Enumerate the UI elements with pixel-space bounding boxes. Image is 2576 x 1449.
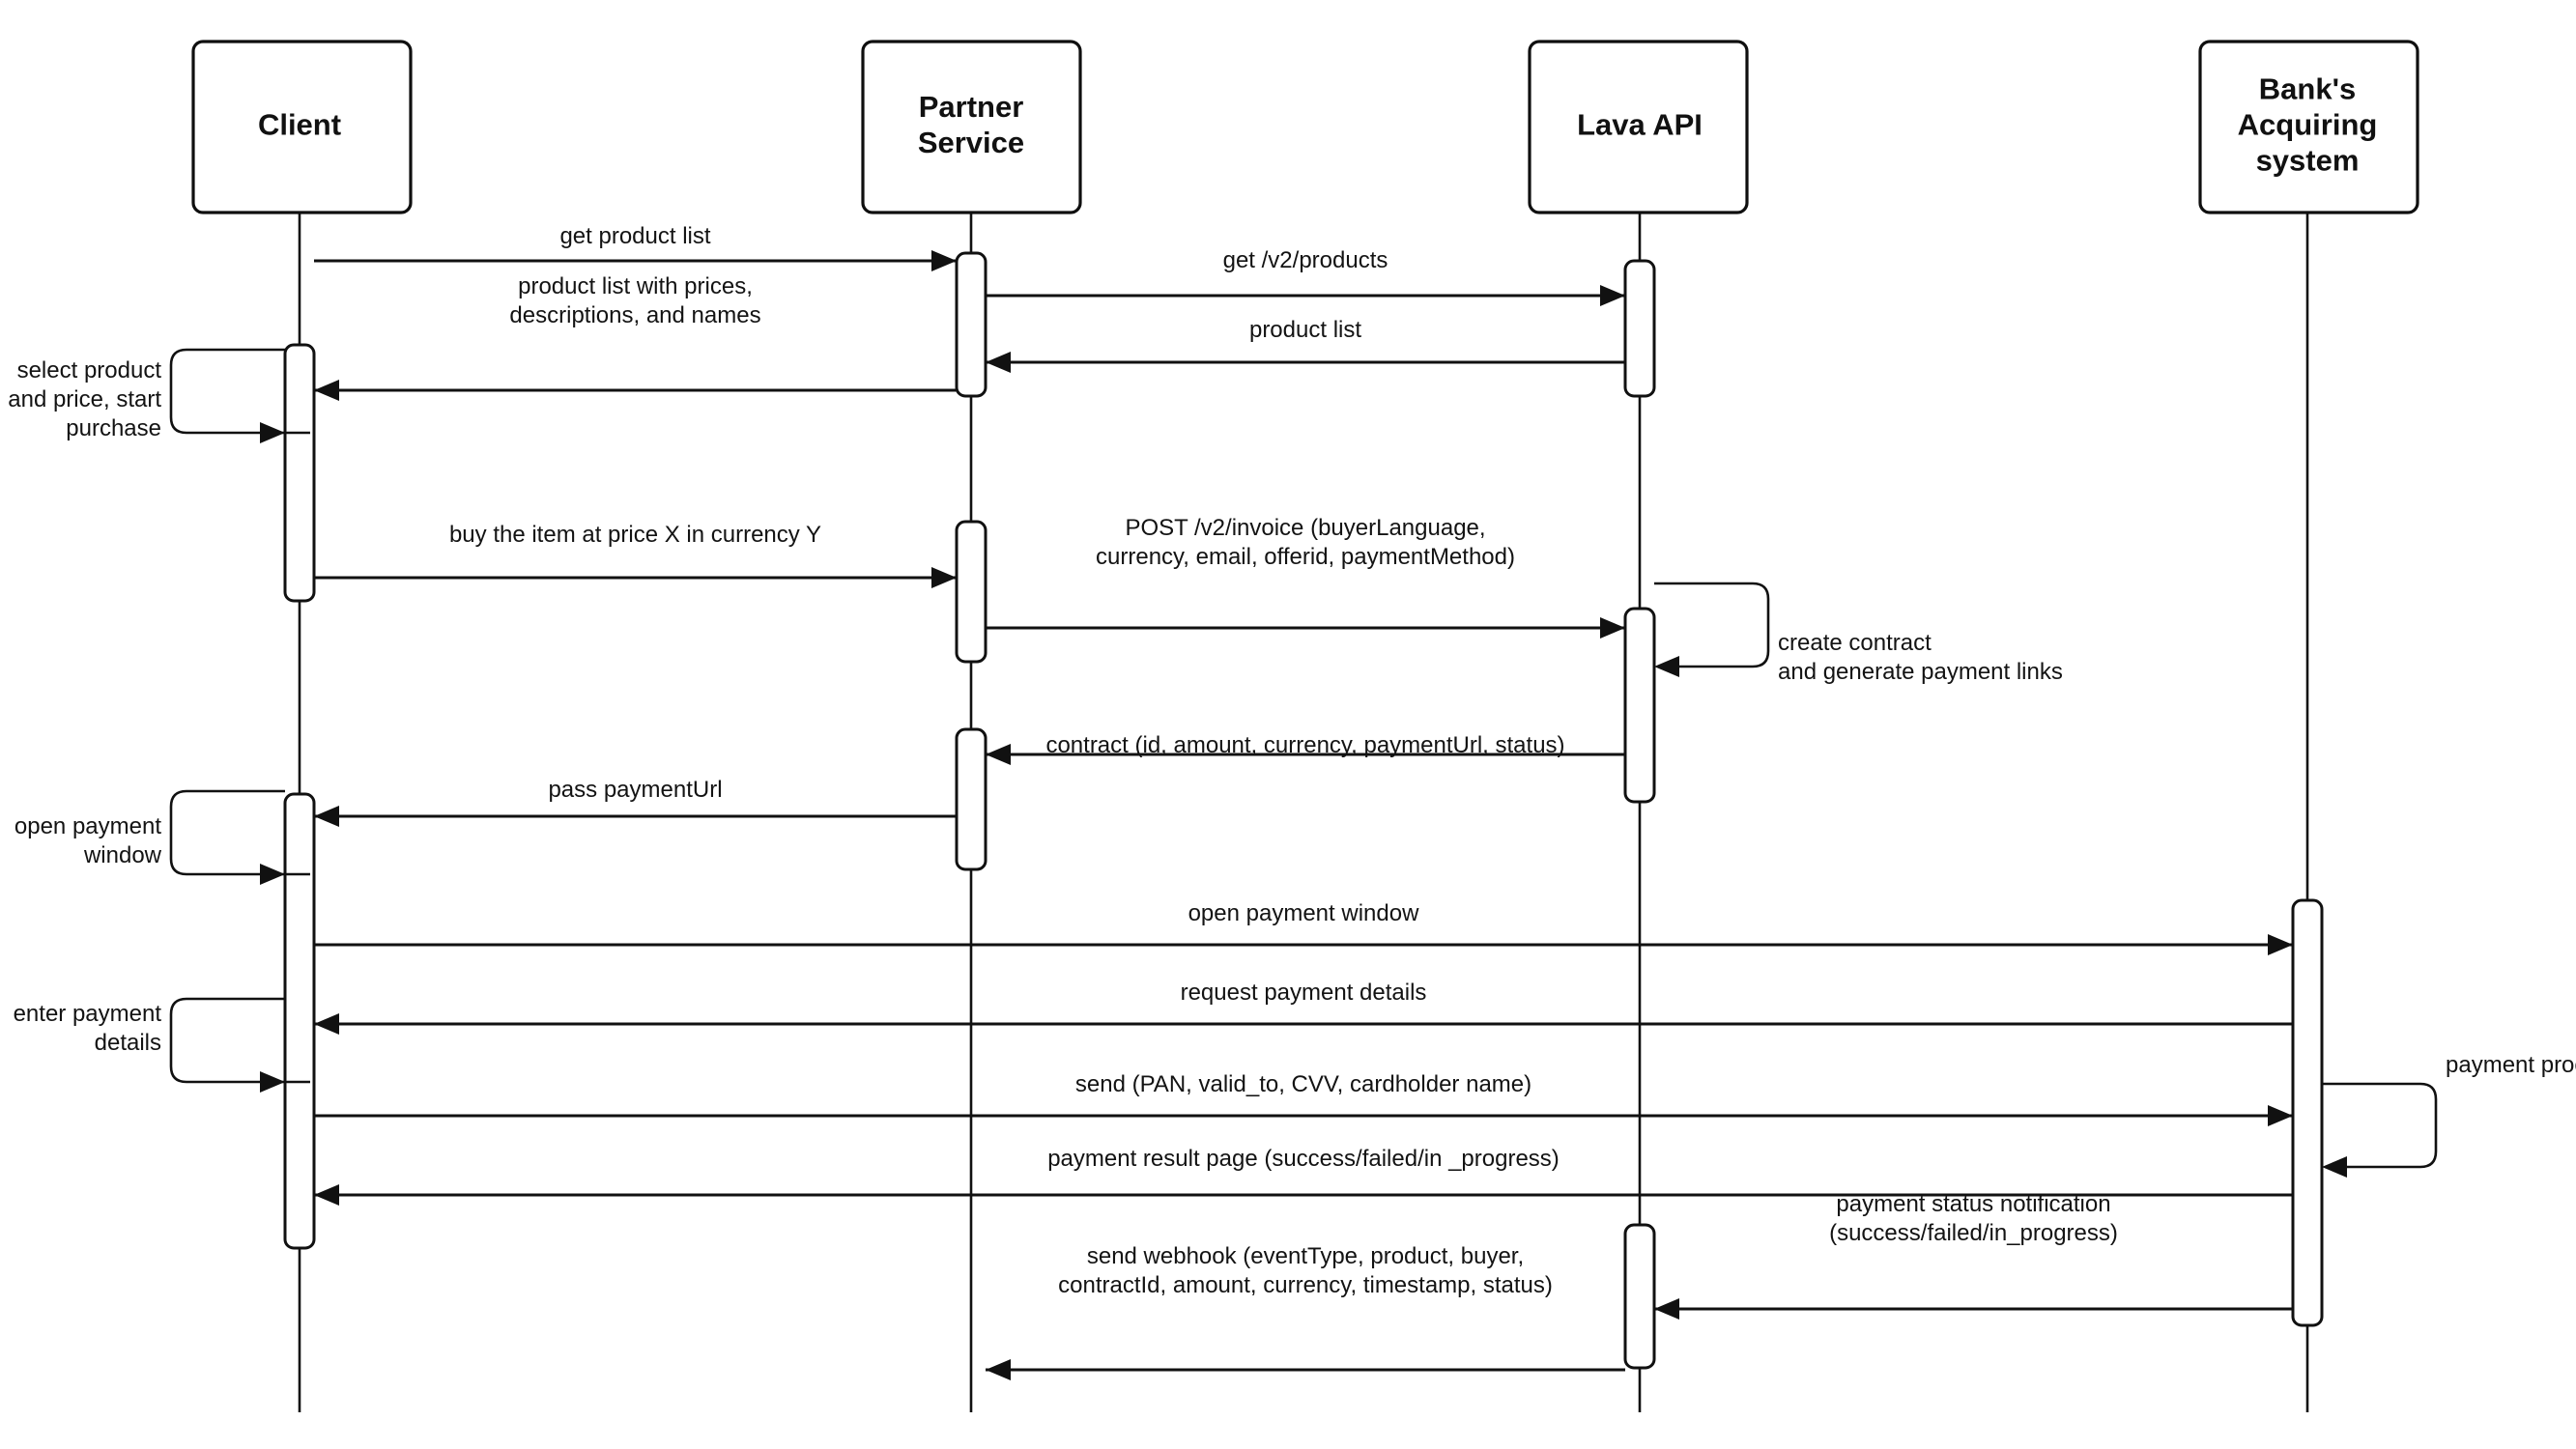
- arrowhead-m14: [260, 1071, 285, 1093]
- message-label-m15: send (PAN, valid_to, CVV, cardholder nam…: [1075, 1071, 1531, 1097]
- message-m2: get /v2/products: [986, 247, 1625, 306]
- message-label-m4: product list with prices,descriptions, a…: [509, 273, 760, 328]
- message-m13: request payment details: [314, 980, 2293, 1035]
- activation-bar-partner: [955, 727, 987, 871]
- message-label-m12: open payment window: [1188, 900, 1419, 926]
- arrowhead-m6: [931, 567, 957, 588]
- message-m6: buy the item at price X in currency Y: [314, 522, 957, 588]
- participant-box-bank[interactable]: [2198, 40, 2419, 214]
- message-m10: pass paymentUrl: [314, 777, 957, 827]
- messages-layer: get product list get /v2/products product …: [8, 223, 2576, 1380]
- message-label-m17: payment result page (success/failed/in _…: [1047, 1146, 1560, 1172]
- message-label-m13: request payment details: [1181, 980, 1427, 1006]
- participant-box-partner[interactable]: [861, 40, 1082, 214]
- participant-lava[interactable]: Lava API: [1528, 40, 1749, 214]
- self-message-path-m11: [169, 789, 310, 876]
- message-m7: POST /v2/invoice (buyerLanguage,currency…: [986, 515, 1625, 639]
- message-m15: send (PAN, valid_to, CVV, cardholder nam…: [314, 1071, 2293, 1126]
- activation-bar-lava: [1623, 607, 1656, 804]
- arrowhead-m19: [986, 1359, 1011, 1380]
- participant-box-lava[interactable]: [1528, 40, 1749, 214]
- message-label-m16: payment processing: [2446, 1052, 2576, 1078]
- arrowhead-m5: [260, 422, 285, 443]
- arrowhead-m16: [2322, 1156, 2347, 1178]
- participant-label-lava: Lava API: [1577, 108, 1703, 142]
- message-label-m1: get product list: [559, 223, 710, 249]
- self-message-path-m8: [1654, 582, 1770, 668]
- message-m18: payment status notification(success/fail…: [1654, 1191, 2293, 1320]
- message-label-m3: product list: [1249, 317, 1361, 343]
- activation-bar-lava: [1623, 1223, 1656, 1370]
- activation-bar-client: [283, 792, 316, 1250]
- arrowhead-m15: [2268, 1105, 2293, 1126]
- arrowhead-m8: [1654, 656, 1679, 677]
- arrowhead-m17: [314, 1184, 339, 1206]
- message-label-m7: POST /v2/invoice (buyerLanguage,currency…: [1096, 515, 1515, 570]
- message-label-m10: pass paymentUrl: [548, 777, 722, 803]
- message-label-m9: contract (id, amount, currency, paymentU…: [1045, 732, 1564, 758]
- participant-client[interactable]: Client: [191, 40, 413, 214]
- message-label-m6: buy the item at price X in currency Y: [449, 522, 821, 548]
- arrowhead-m4: [314, 380, 339, 401]
- message-m9: contract (id, amount, currency, paymentU…: [986, 732, 1625, 765]
- arrowhead-m12: [2268, 934, 2293, 955]
- arrowhead-m2: [1600, 285, 1625, 306]
- message-m17: payment result page (success/failed/in _…: [314, 1146, 2293, 1206]
- arrowhead-m7: [1600, 617, 1625, 639]
- message-m12: open payment window: [314, 900, 2293, 955]
- arrowhead-m11: [260, 864, 285, 885]
- activation-bar-bank: [2291, 898, 2324, 1327]
- arrowhead-m13: [314, 1013, 339, 1035]
- arrowhead-m1: [931, 250, 957, 271]
- arrowhead-m10: [314, 806, 339, 827]
- activation-bar-partner: [955, 520, 987, 664]
- message-m19: send webhook (eventType, product, buyer,…: [986, 1243, 1625, 1380]
- activations-layer: [283, 251, 2324, 1370]
- activation-bar-client: [283, 343, 316, 603]
- activation-bar-partner: [955, 251, 987, 398]
- participant-label-client: Client: [258, 108, 341, 142]
- activation-bar-lava: [1623, 259, 1656, 398]
- message-label-m18: payment status notification(success/fail…: [1829, 1191, 2118, 1246]
- message-m3: product list: [986, 317, 1625, 373]
- self-message-path-m16: [2322, 1082, 2438, 1169]
- self-message-path-m5: [169, 348, 310, 435]
- arrowhead-m18: [1654, 1298, 1679, 1320]
- arrowhead-m9: [986, 744, 1011, 765]
- participant-box-client[interactable]: [191, 40, 413, 214]
- message-label-m2: get /v2/products: [1223, 247, 1388, 273]
- message-m16: payment processing: [2322, 1052, 2576, 1178]
- self-message-path-m14: [169, 997, 310, 1084]
- message-m4: product list with prices,descriptions, a…: [314, 273, 957, 401]
- arrowhead-m3: [986, 352, 1011, 373]
- message-m1: get product list: [314, 223, 957, 271]
- message-label-m19: send webhook (eventType, product, buyer,…: [1058, 1243, 1553, 1298]
